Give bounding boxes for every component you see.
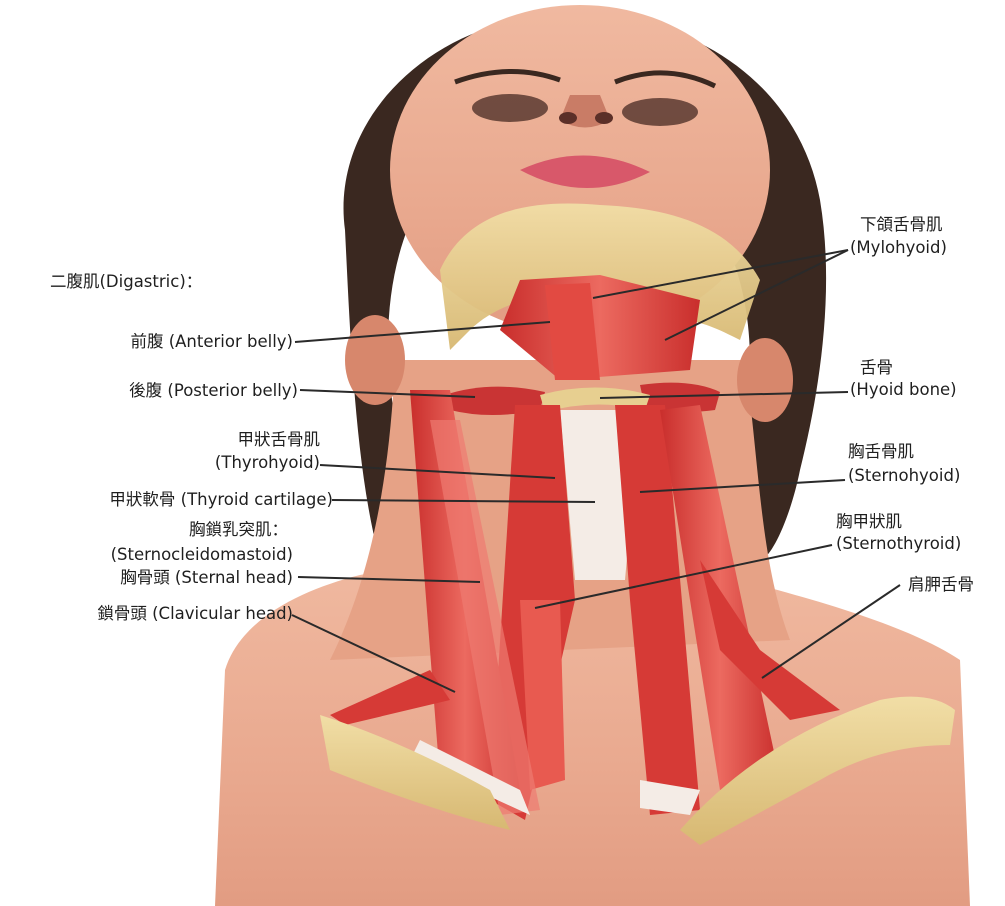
label-anterior-belly: 前腹 (Anterior belly) [130,332,293,352]
label-clavicular-head: 鎖骨頭 (Clavicular head) [97,604,293,624]
label-sternothyroid-zh: 胸甲狀肌 [836,512,902,532]
label-sternothyroid-en: (Sternothyroid) [836,534,961,554]
label-sternohyoid-en: (Sternohyoid) [848,466,960,486]
label-omohyoid-zh: 肩胛舌骨 [908,575,974,595]
label-posterior-belly: 後腹 (Posterior belly) [129,381,298,401]
label-scm-en: (Sternocleidomastoid) [111,545,293,565]
label-hyoid-zh: 舌骨 [860,358,893,378]
label-thyroid-cartilage: 甲狀軟骨 (Thyroid cartilage) [109,490,333,510]
label-thyrohyoid-zh: 甲狀舌骨肌 [238,430,321,450]
label-thyrohyoid-en: (Thyrohyoid) [215,453,320,473]
label-mylohyoid-en: (Mylohyoid) [850,238,947,258]
label-scm-zh: 胸鎖乳突肌： [189,520,288,540]
label-hyoid-en: (Hyoid bone) [850,380,957,400]
label-digastric: 二腹肌(Digastric)： [50,272,202,292]
label-mylohyoid-zh: 下頜舌骨肌 [860,215,943,235]
label-sternohyoid-zh: 胸舌骨肌 [848,442,914,462]
label-sternal-head: 胸骨頭 (Sternal head) [120,568,293,588]
